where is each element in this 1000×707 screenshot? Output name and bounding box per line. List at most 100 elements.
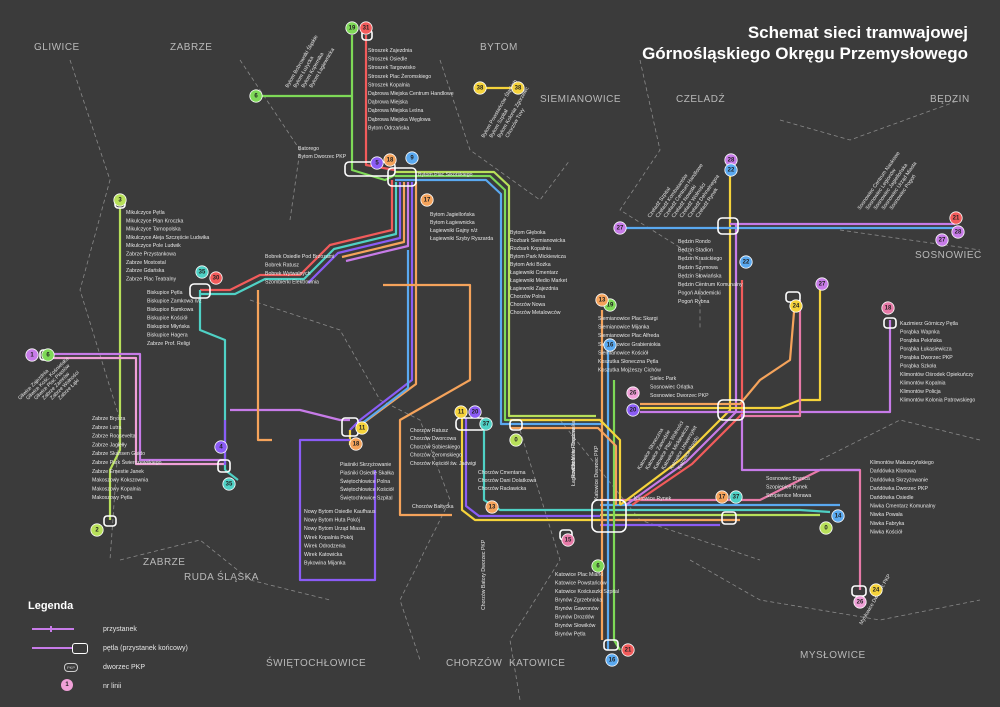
line-badge: 16 — [603, 338, 617, 352]
line-badge-number: 16 — [607, 342, 614, 348]
legend-line-no-label: nr linii — [103, 683, 122, 690]
stop-label: Stroszek Kopalnia — [368, 82, 410, 88]
line-badge-number: 6 — [46, 352, 50, 358]
line-badge: 20 — [626, 403, 640, 417]
boundary-zabrze-ruda — [119, 539, 331, 601]
stop-label: Dąbrowa Miejska Leśna — [368, 108, 423, 114]
line-badge-circle — [468, 405, 482, 419]
line-badge-number: 18 — [387, 157, 394, 163]
stop-label: Zabrze Brysza — [92, 416, 126, 422]
legend-terminus-symbol — [28, 639, 103, 658]
line-20 — [464, 418, 600, 518]
line-badge-number: 18 — [885, 305, 892, 311]
stop-label: Porąbka Dworzec PKP — [900, 355, 953, 361]
line-badge: 18 — [383, 153, 397, 167]
line-badge-number: 35 — [199, 269, 206, 275]
legend-row-stop: przystanek — [28, 620, 188, 639]
stop-label: Chorzów Cmentarna — [478, 470, 526, 476]
stop-label: Klimontów Makuszyńskiego — [870, 460, 934, 466]
stop-label: Bytom Jagiellońska — [430, 212, 475, 218]
stop-label: Rzeczna — [571, 458, 577, 478]
stop-label: Bytom Arki Bożka — [510, 262, 551, 268]
stop-label: Dańdówka Dworzec PKP — [870, 486, 928, 492]
line-35 — [200, 182, 398, 296]
legend-stop-label: przystanek — [103, 626, 137, 633]
stop-label: Zabrze Gdańska — [126, 268, 164, 274]
stop-label: Biskupice Pętla — [147, 290, 183, 296]
legend-row-terminus: pętla (przystanek końcowy) — [28, 639, 188, 658]
line-badge-number: 19 — [349, 25, 356, 31]
city-czeladz: CZELADŹ — [676, 92, 725, 105]
line-badge-circle — [454, 405, 468, 419]
stop-label: Wirek Odrodzenia — [304, 543, 346, 549]
line-badge: 18 — [349, 437, 363, 451]
line-badge-number: 24 — [873, 587, 880, 593]
boundary-zabrze-bytom — [239, 59, 301, 221]
stop-label: Rozbark Siemianowicka — [510, 238, 565, 244]
line-badge-number: 13 — [489, 504, 496, 510]
stop-label: Łagiewniki Medio Market — [510, 278, 568, 284]
line-badge-number: 9 — [410, 155, 414, 161]
stop-label: Koszutka Mojżeszy Cichów — [598, 368, 661, 374]
line-badge-circle — [591, 559, 605, 573]
terminus-zabrze — [217, 459, 231, 473]
line-badge: 28 — [724, 153, 738, 167]
stop-label: Chorzów Metalowców — [510, 310, 561, 316]
line-badge: 35 — [222, 477, 236, 491]
stop-label: Brynów Pętla — [555, 632, 586, 638]
line-badge: 21 — [949, 211, 963, 225]
stop-label: Siemianowice Plac Alfreda — [598, 333, 659, 339]
stop-label: Bytom Dworzec PKP — [298, 154, 347, 160]
line-badge: 9 — [405, 151, 419, 165]
line-badge-number: 21 — [625, 647, 632, 653]
line-badge: 6 — [249, 89, 263, 103]
stop-label: Chorzów Nowa — [510, 302, 545, 308]
boundary-czeladz-bedzin — [779, 99, 961, 141]
stop-label: Siemianowice Kościół — [598, 350, 649, 356]
stop-label: Mikulczyce Pętla — [126, 210, 165, 216]
line-badge-circle — [90, 523, 104, 537]
line-badge-number: 15 — [565, 537, 572, 543]
stop-label: Dąbrowa Miejska Węglowa — [368, 117, 431, 123]
line-badge: 3 — [113, 193, 127, 207]
legend-heading: Legenda — [28, 600, 74, 612]
line-18-bytom — [341, 182, 406, 259]
stop-label: Dańdówka Skrzyżowanie — [870, 477, 928, 483]
line-27 — [640, 320, 892, 414]
stop-label: Brynów Słowików — [555, 623, 596, 629]
city-zabrze-top: ZABRZE — [170, 42, 212, 53]
line-badge-circle — [349, 437, 363, 451]
line-27-south — [740, 414, 860, 472]
tram-lines — [44, 35, 960, 651]
stop-label: Będzin Krasickiego — [678, 256, 722, 262]
stop-label: Bytom Łagiewnicka — [430, 220, 475, 226]
legend-line-no-symbol: 1 — [28, 677, 103, 696]
line-badge: 11 — [454, 405, 468, 419]
stop-label: Bytom Park Mickiewicza — [510, 254, 566, 260]
line-badge-circle — [831, 509, 845, 523]
stop-label: Będzin Słowiańska — [678, 273, 722, 279]
pkp-icon: PKP — [64, 663, 78, 672]
stop-label: Bykowina Mijanka — [304, 561, 346, 567]
line-sikorski-south-blue — [395, 178, 605, 426]
line-badge-circle — [209, 271, 223, 285]
line-badge-circle — [473, 81, 487, 95]
stop-label: Stroszek Zajezdnia — [368, 48, 412, 54]
line-badge: 1 — [25, 348, 39, 362]
stop-label: Niwka Kościół — [870, 530, 903, 536]
line-37 — [482, 420, 600, 512]
city-zabrze-bottom: ZABRZE — [143, 557, 185, 568]
line-18-sosno — [744, 300, 802, 418]
stop-label: Kazimierz Górniczy Pętla — [900, 321, 958, 327]
stop-label: Chorzów Ratusz — [410, 428, 448, 434]
line-badge-number: 38 — [515, 85, 522, 91]
stop-label: Nowy Bytom Urząd Miasta — [304, 526, 365, 532]
legend-row-line-no: 1 nr linii — [28, 677, 188, 696]
line-badge-circle — [222, 477, 236, 491]
line-badge-number: 22 — [728, 167, 735, 173]
line-5 — [307, 182, 402, 284]
line-badge: 24 — [789, 299, 803, 313]
line-badge-number: 4 — [219, 444, 223, 450]
